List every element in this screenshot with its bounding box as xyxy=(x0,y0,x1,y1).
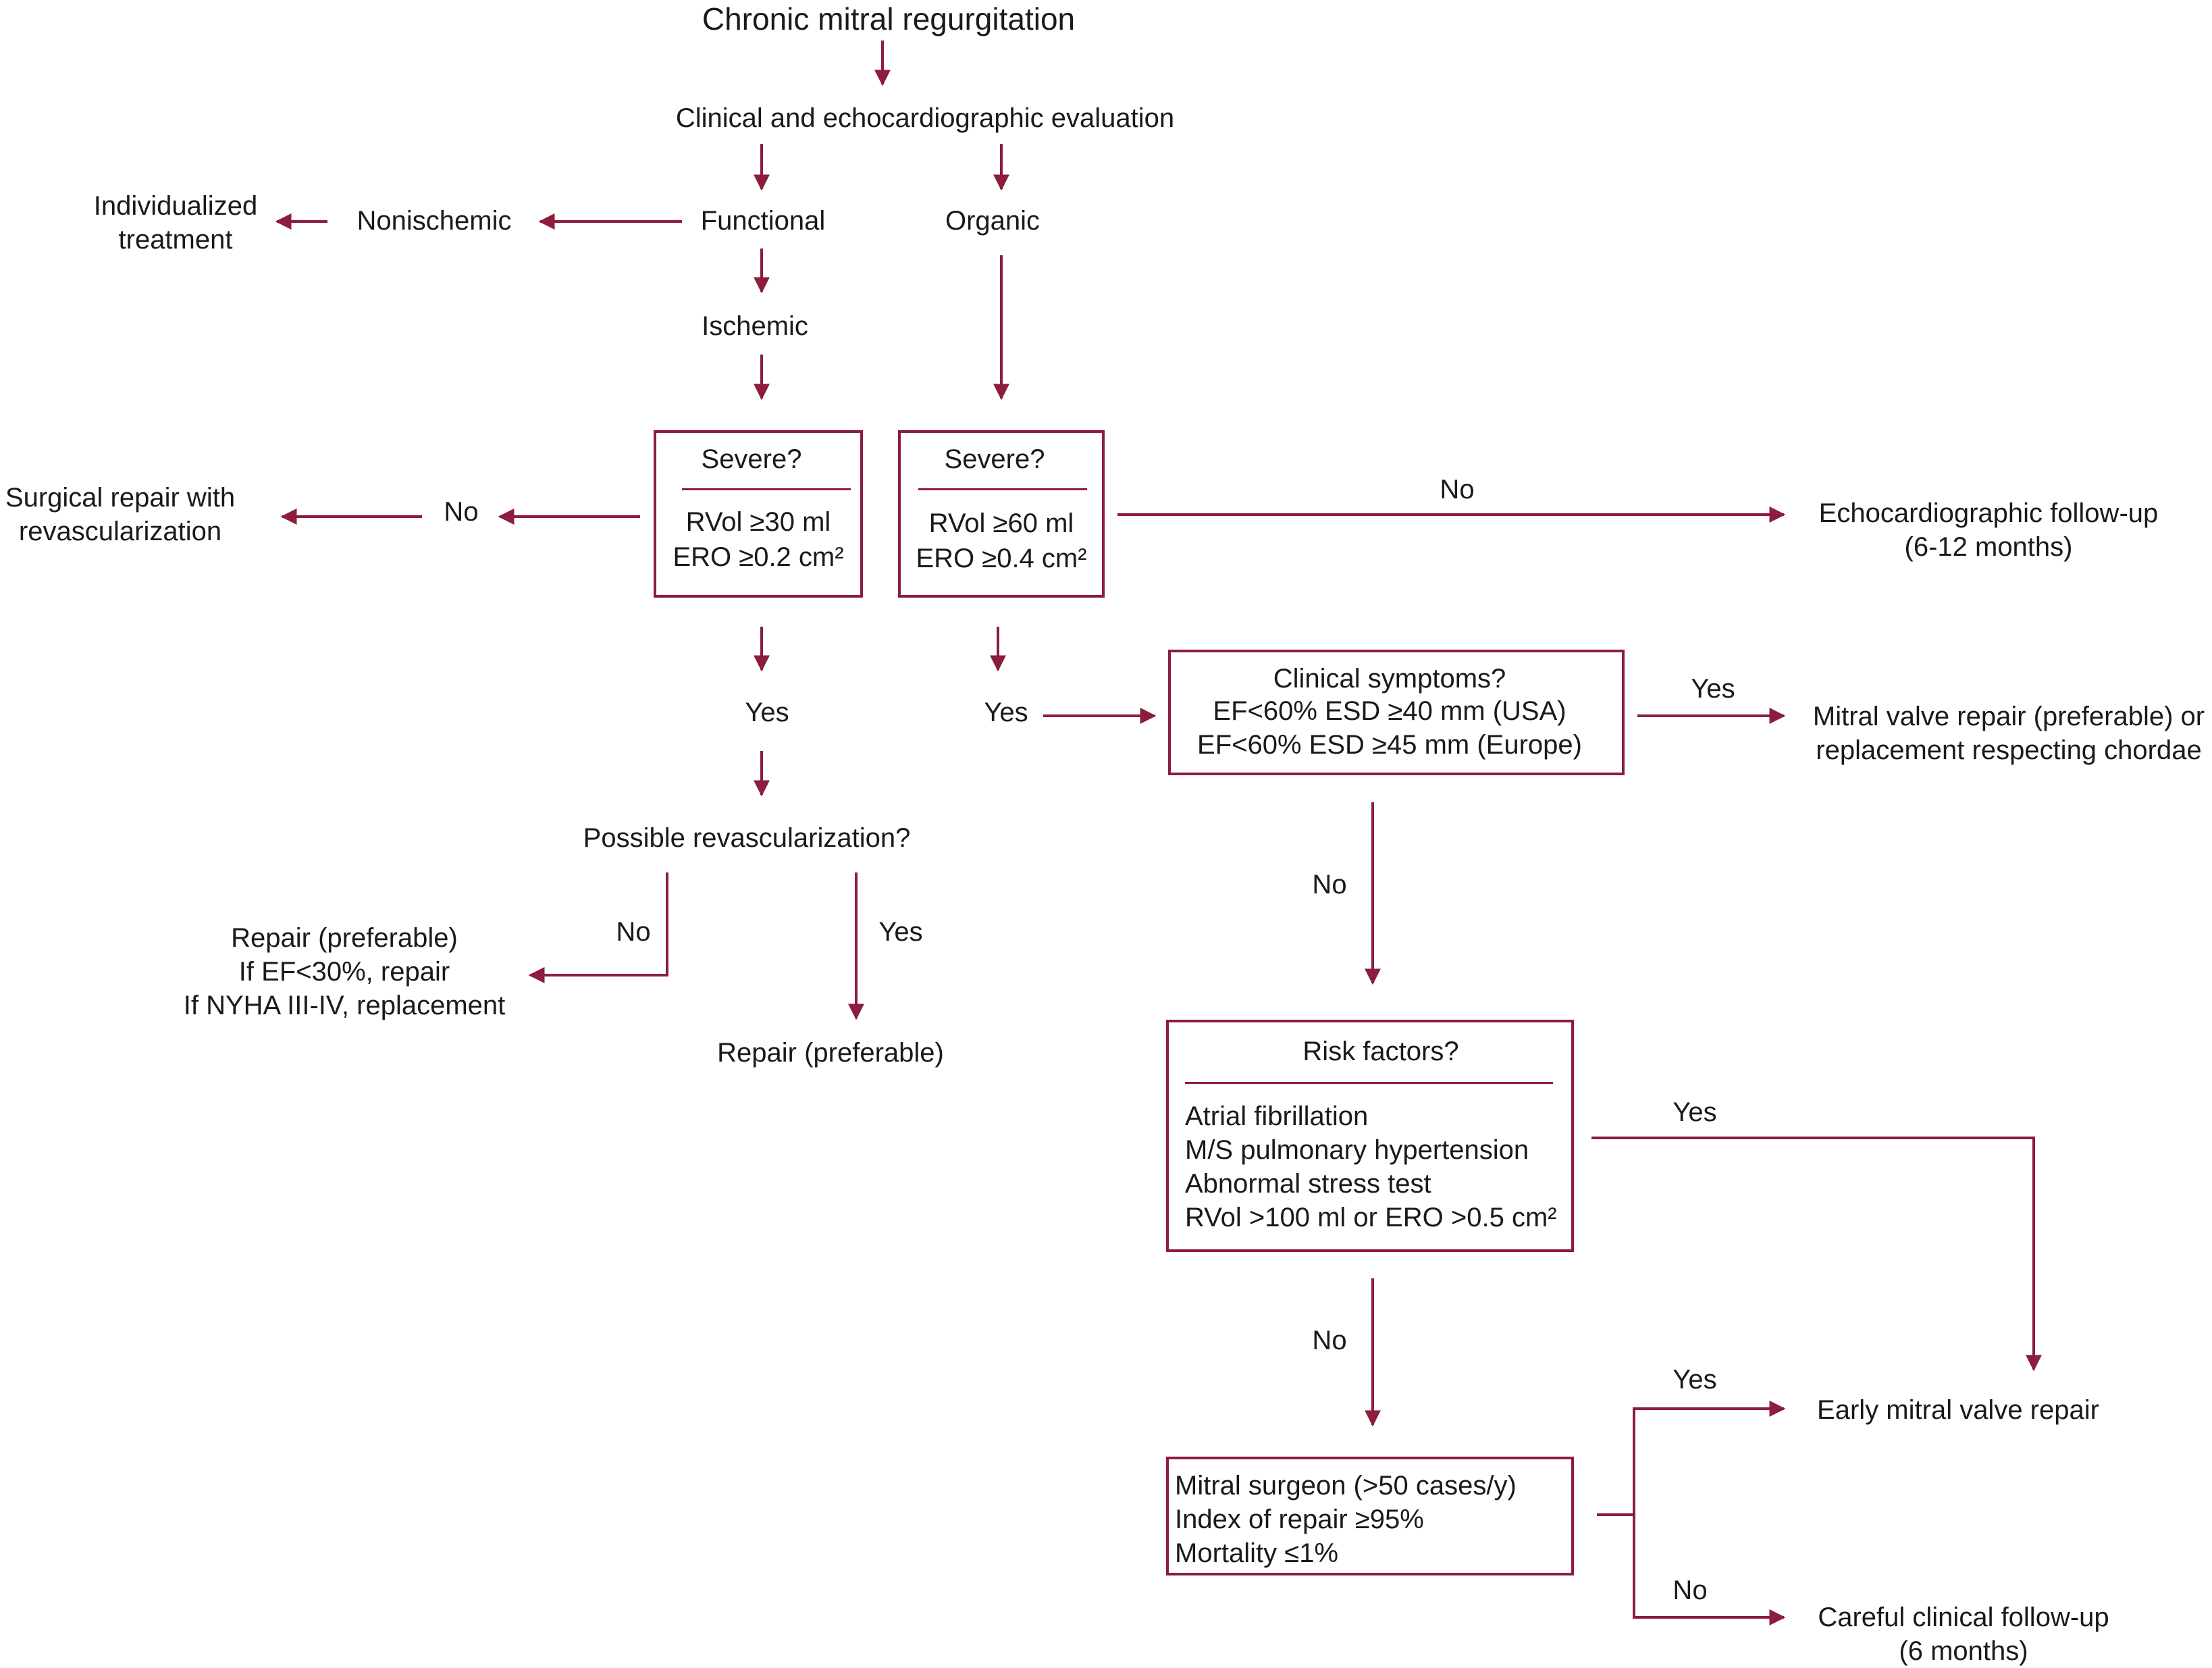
risk-factors-separator xyxy=(1185,1082,1553,1084)
surgical-repair-line-1: Surgical repair with xyxy=(5,483,236,513)
clinical-symptoms-line-1: EF<60% ESD ≥40 mm (USA) xyxy=(1213,696,1566,726)
node-surgical-repair: Surgical repair with revascularization xyxy=(5,481,235,548)
node-mitral-repair-preferable: Mitral valve repair (preferable) or repl… xyxy=(1813,700,2205,767)
box-severe-functional xyxy=(654,430,863,598)
node-ischemic: Ischemic xyxy=(702,311,808,341)
node-functional: Functional xyxy=(700,206,826,236)
edge-label-yes-organic: Yes xyxy=(984,698,1028,727)
risk-factors-line-4: RVol >100 ml or ERO >0.5 cm² xyxy=(1185,1203,1557,1232)
arrow-revasc-no-to-repair-conditions xyxy=(528,872,668,983)
mitral-surgeon-line-2: Index of repair ≥95% xyxy=(1175,1505,1424,1534)
node-evaluation: Clinical and echocardiographic evaluatio… xyxy=(675,103,1175,133)
echo-followup-line-1: Echocardiographic follow-up xyxy=(1818,498,2159,528)
edge-label-yes-risk: Yes xyxy=(1673,1097,1717,1127)
mitral-repair-line-2: replacement respecting chordae xyxy=(1816,735,2202,765)
node-early-mitral-repair: Early mitral valve repair xyxy=(1817,1395,2099,1425)
clinical-symptoms-line-2: EF<60% ESD ≥45 mm (Europe) xyxy=(1197,730,1582,760)
careful-followup-line-1: Careful clinical follow-up xyxy=(1818,1602,2109,1632)
severe-functional-line-2: ERO ≥0.2 cm² xyxy=(673,542,844,572)
node-nonischemic: Nonischemic xyxy=(357,206,512,236)
risk-factors-line-3: Abnormal stress test xyxy=(1185,1169,1431,1199)
severe-functional-title: Severe? xyxy=(701,444,802,474)
edge-label-yes-functional: Yes xyxy=(745,698,789,727)
edge-label-no-symptoms: No xyxy=(1312,870,1347,900)
box-mitral-surgeon xyxy=(1166,1457,1574,1575)
risk-factors-line-2: M/S pulmonary hypertension xyxy=(1185,1135,1529,1165)
mitral-repair-line-1: Mitral valve repair (preferable) or xyxy=(1812,702,2205,731)
node-careful-followup: Careful clinical follow-up (6 months) xyxy=(1818,1600,2109,1668)
individualized-line-2: treatment xyxy=(118,225,233,255)
box-clinical-symptoms xyxy=(1168,650,1625,775)
edge-label-no-revasc: No xyxy=(616,917,651,947)
risk-factors-line-1: Atrial fibrillation xyxy=(1185,1101,1369,1131)
severe-functional-separator xyxy=(682,488,851,490)
arrow-surgeon-no-to-careful-followup xyxy=(1633,1515,1786,1625)
node-possible-revascularization: Possible revascularization? xyxy=(583,823,911,853)
node-organic: Organic xyxy=(945,206,1041,236)
risk-factors-title: Risk factors? xyxy=(1302,1037,1459,1066)
repair-conditions-line-2: If EF<30%, repair xyxy=(238,957,450,987)
node-individualized: Individualized treatment xyxy=(94,189,257,257)
echo-followup-line-2: (6-12 months) xyxy=(1904,532,2073,562)
box-risk-factors xyxy=(1166,1020,1574,1252)
edge-label-no-risk: No xyxy=(1312,1326,1347,1355)
arrow-surgeon-yes-to-early-repair xyxy=(1633,1401,1786,1515)
repair-conditions-line-1: Repair (preferable) xyxy=(231,923,458,953)
surgical-repair-line-2: revascularization xyxy=(18,517,222,546)
mitral-surgeon-line-1: Mitral surgeon (>50 cases/y) xyxy=(1175,1471,1517,1501)
individualized-line-1: Individualized xyxy=(93,191,258,221)
node-repair-conditions: Repair (preferable) If EF<30%, repair If… xyxy=(184,921,506,1022)
edge-label-no-organic: No xyxy=(1440,475,1475,504)
severe-organic-line-1: RVol ≥60 ml xyxy=(928,509,1074,538)
repair-conditions-line-3: If NYHA III-IV, replacement xyxy=(183,991,506,1020)
arrow-risk-yes-to-early-repair xyxy=(1591,1137,2042,1372)
mitral-surgeon-line-3: Mortality ≤1% xyxy=(1175,1538,1339,1568)
edge-label-no-functional: No xyxy=(444,497,479,527)
edge-label-yes-symptoms: Yes xyxy=(1691,674,1735,704)
node-repair-preferable: Repair (preferable) xyxy=(717,1038,944,1068)
severe-organic-separator xyxy=(918,488,1087,490)
careful-followup-line-2: (6 months) xyxy=(1899,1636,2028,1666)
chart-title: Chronic mitral regurgitation xyxy=(702,1,1076,36)
node-echo-followup: Echocardiographic follow-up (6-12 months… xyxy=(1819,496,2159,564)
severe-organic-title: Severe? xyxy=(944,444,1045,474)
edge-label-no-surgeon: No xyxy=(1673,1575,1708,1605)
severe-functional-line-1: RVol ≥30 ml xyxy=(685,507,831,537)
edge-label-yes-surgeon: Yes xyxy=(1673,1365,1717,1395)
clinical-symptoms-title: Clinical symptoms? xyxy=(1273,664,1506,694)
box-severe-organic xyxy=(898,430,1105,598)
severe-organic-line-2: ERO ≥0.4 cm² xyxy=(916,544,1087,573)
edge-label-yes-revasc: Yes xyxy=(878,917,923,947)
